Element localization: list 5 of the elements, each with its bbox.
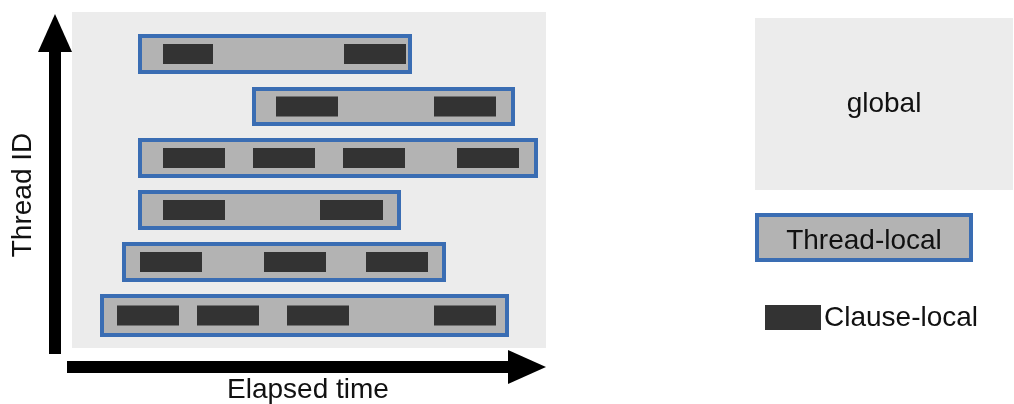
- legend-label: Clause-local: [824, 303, 979, 331]
- legend-label: Thread-local: [786, 226, 942, 254]
- axis-label: Elapsed time: [227, 375, 389, 403]
- legend-label: global: [846, 89, 922, 117]
- axis-label: Thread ID: [8, 132, 36, 258]
